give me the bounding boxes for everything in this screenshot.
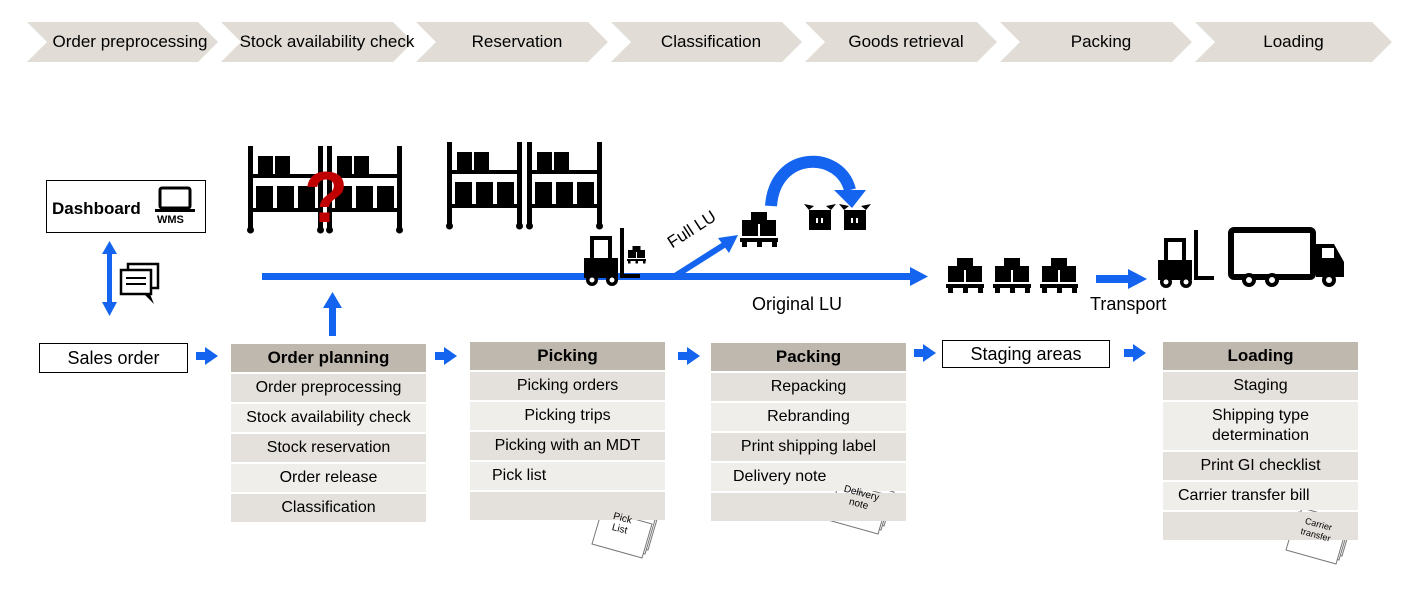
picking-column: Picking Picking orders Picking trips Pic…	[470, 342, 665, 522]
column-title: Order planning	[231, 344, 426, 372]
column-title: Packing	[711, 343, 906, 371]
process-chevron-bar	[27, 22, 1392, 62]
step-arrow	[1124, 344, 1146, 362]
chevron-shape	[221, 22, 413, 62]
chevron-shape	[1000, 22, 1192, 62]
chevron-shape	[27, 22, 218, 62]
sales-order-box: Sales order	[39, 343, 188, 373]
step-arrow	[914, 344, 936, 362]
truck-icon	[1228, 227, 1344, 287]
original-lu-label: Original LU	[752, 294, 843, 314]
order-planning-column: Order planning Order preprocessing Stock…	[231, 344, 426, 524]
process-step-reservation: Reservation	[471, 32, 563, 51]
staged-pallet-icon	[946, 258, 984, 293]
column-item: Order preprocessing	[231, 374, 426, 402]
packing-column: Packing Repacking Rebranding Print shipp…	[711, 343, 906, 523]
laptop-icon	[155, 186, 195, 212]
staged-pallet-icon	[1040, 258, 1078, 293]
column-item: Picking orders	[470, 372, 665, 400]
shelf-rack-icon	[526, 142, 603, 230]
message-icon	[119, 262, 160, 304]
full-lu-arrow	[673, 235, 738, 279]
full-pallet-icon	[740, 212, 778, 247]
step-arrow	[678, 347, 700, 365]
dashboard-box: Dashboard WMS	[46, 180, 206, 233]
process-step-classification: Classification	[660, 32, 762, 51]
column-item: Order release	[231, 464, 426, 492]
column-item: Rebranding	[711, 403, 906, 431]
step-arrow	[435, 347, 457, 365]
forklift-icon	[1158, 230, 1214, 288]
chevron-shape	[1195, 22, 1392, 62]
column-item: Print GI checklist	[1163, 452, 1358, 480]
pallet-icon	[627, 246, 646, 264]
dashboard-sales-arrow	[102, 241, 117, 316]
chevron-shape	[416, 22, 608, 62]
column-item: Carrier transfer bill	[1163, 482, 1358, 510]
column-title: Picking	[470, 342, 665, 370]
column-item: Picking trips	[470, 402, 665, 430]
column-item: Staging	[1163, 372, 1358, 400]
column-item: Delivery note	[711, 463, 906, 491]
column-item: Stock reservation	[231, 434, 426, 462]
question-mark: ?	[304, 158, 348, 238]
process-step-loading: Loading	[1263, 32, 1324, 51]
process-step-order-preprocessing: Order preprocessing	[52, 32, 208, 51]
step-arrow	[196, 347, 218, 365]
process-step-stock-availability-check: Stock availability check	[239, 32, 415, 51]
chevron-shape	[805, 22, 997, 62]
wms-label: WMS	[157, 214, 184, 226]
column-item: Picking with an MDT	[470, 432, 665, 460]
column-item-empty	[1163, 512, 1358, 540]
process-step-goods-retrieval: Goods retrieval	[848, 32, 964, 51]
column-item: Shipping type determination	[1163, 402, 1358, 450]
column-item: Repacking	[711, 373, 906, 401]
process-step-packing: Packing	[1070, 32, 1132, 51]
loading-column: Loading Staging Shipping type determinat…	[1163, 342, 1358, 542]
transport-arrow	[1096, 269, 1147, 289]
staged-pallet-icon	[993, 258, 1031, 293]
repack-curve-arrow	[765, 155, 866, 208]
shelf-rack-icon	[446, 142, 523, 230]
chevron-shape	[611, 22, 802, 62]
open-box-icon	[839, 204, 871, 230]
planning-up-arrow	[323, 292, 342, 336]
staging-areas-box: Staging areas	[942, 340, 1110, 368]
dashboard-label: Dashboard	[52, 199, 141, 218]
column-item: Print shipping label	[711, 433, 906, 461]
open-box-icon	[804, 204, 836, 230]
column-item-empty	[711, 493, 906, 521]
column-title: Loading	[1163, 342, 1358, 370]
column-item-empty	[470, 492, 665, 520]
column-item: Stock availability check	[231, 404, 426, 432]
column-item: Pick list	[470, 462, 665, 490]
transport-label: Transport	[1090, 294, 1167, 314]
column-item: Classification	[231, 494, 426, 522]
